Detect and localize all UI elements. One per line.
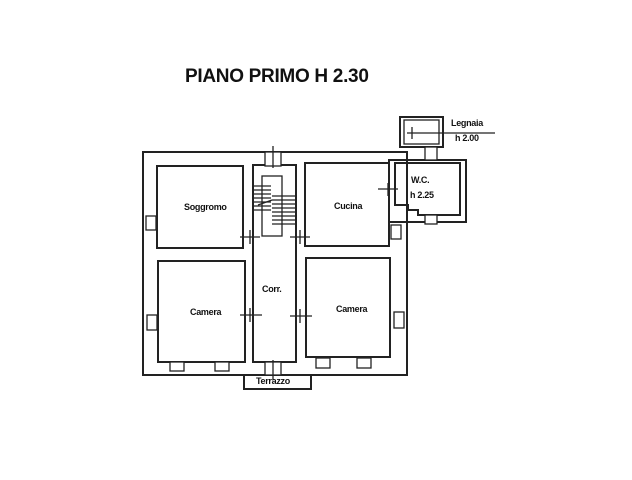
label-terrazzo: Terrazzo bbox=[256, 376, 290, 386]
label-camera-left: Camera bbox=[190, 307, 222, 317]
label-wc-height: h 2.25 bbox=[410, 190, 434, 200]
label-camera-right: Camera bbox=[336, 304, 368, 314]
label-wc: W.C. bbox=[411, 175, 430, 185]
label-soggiorno: Soggromo bbox=[184, 202, 227, 212]
room-legnaia bbox=[399, 116, 444, 148]
room-camera-left bbox=[157, 260, 246, 363]
label-cucina: Cucina bbox=[334, 201, 363, 211]
staircase bbox=[253, 175, 296, 237]
plan-title: PIANO PRIMO H 2.30 bbox=[185, 66, 369, 87]
room-wc bbox=[394, 162, 461, 216]
room-soggiorno bbox=[156, 165, 244, 249]
label-legnaia: Legnaia bbox=[451, 118, 483, 128]
label-corridor: Corr. bbox=[262, 284, 282, 294]
doors bbox=[240, 146, 398, 380]
outer-wall bbox=[142, 151, 408, 376]
label-legnaia-height: h 2.00 bbox=[455, 133, 479, 143]
room-camera-right bbox=[305, 257, 391, 358]
